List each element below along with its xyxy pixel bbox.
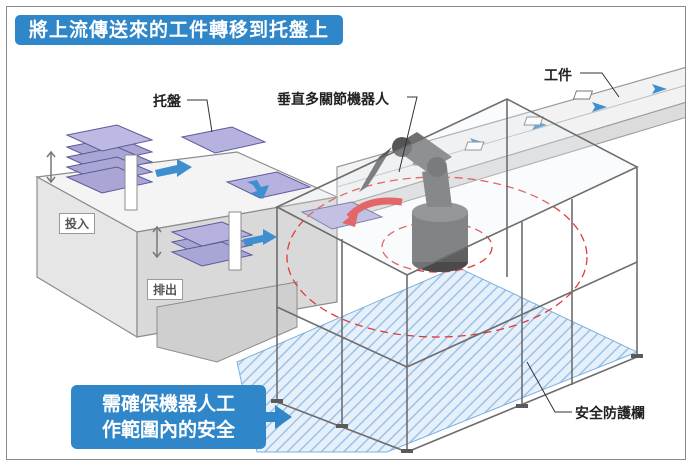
robot-work-range [286, 176, 588, 338]
tray-stack-input [65, 124, 154, 194]
workpiece-label: 工件 [544, 68, 572, 84]
tray-conveyor-path [180, 126, 312, 199]
safety-fence [275, 98, 639, 453]
safety-note-line-2: 作範圍內的安全 [101, 419, 235, 441]
workpieces-on-conveyor [413, 90, 594, 166]
safety-note-line-1: 需確保機器人工 [101, 393, 235, 415]
input-tag: 投入 [59, 213, 96, 234]
callout-leaders [187, 72, 620, 413]
note-pointer-arrow [249, 405, 292, 429]
robot-arm [359, 132, 468, 272]
safety-fence-label: 安全防護欄 [575, 406, 645, 422]
fence-feet [271, 354, 643, 453]
robot-label: 垂直多關節機器人 [277, 92, 389, 108]
guide-posts [124, 154, 242, 271]
tray-label: 托盤 [153, 94, 181, 110]
robot-motion-arrowhead [342, 209, 359, 227]
robot-motion-arrow [346, 197, 403, 220]
page-title: 將上流傳送來的工件轉移到托盤上 [15, 15, 344, 45]
lift-arrows [46, 150, 162, 259]
diagram-frame: 將上流傳送來的工件轉移到托盤上 托盤 垂直多關節機器人 工件 安全防護欄 投入 … [6, 6, 686, 460]
diagram-illustration [35, 66, 685, 453]
safety-note: 需確保機器人工 作範圍內的安全 [71, 385, 266, 449]
tray-flow-arrows [155, 159, 277, 246]
output-tag: 排出 [147, 279, 184, 300]
